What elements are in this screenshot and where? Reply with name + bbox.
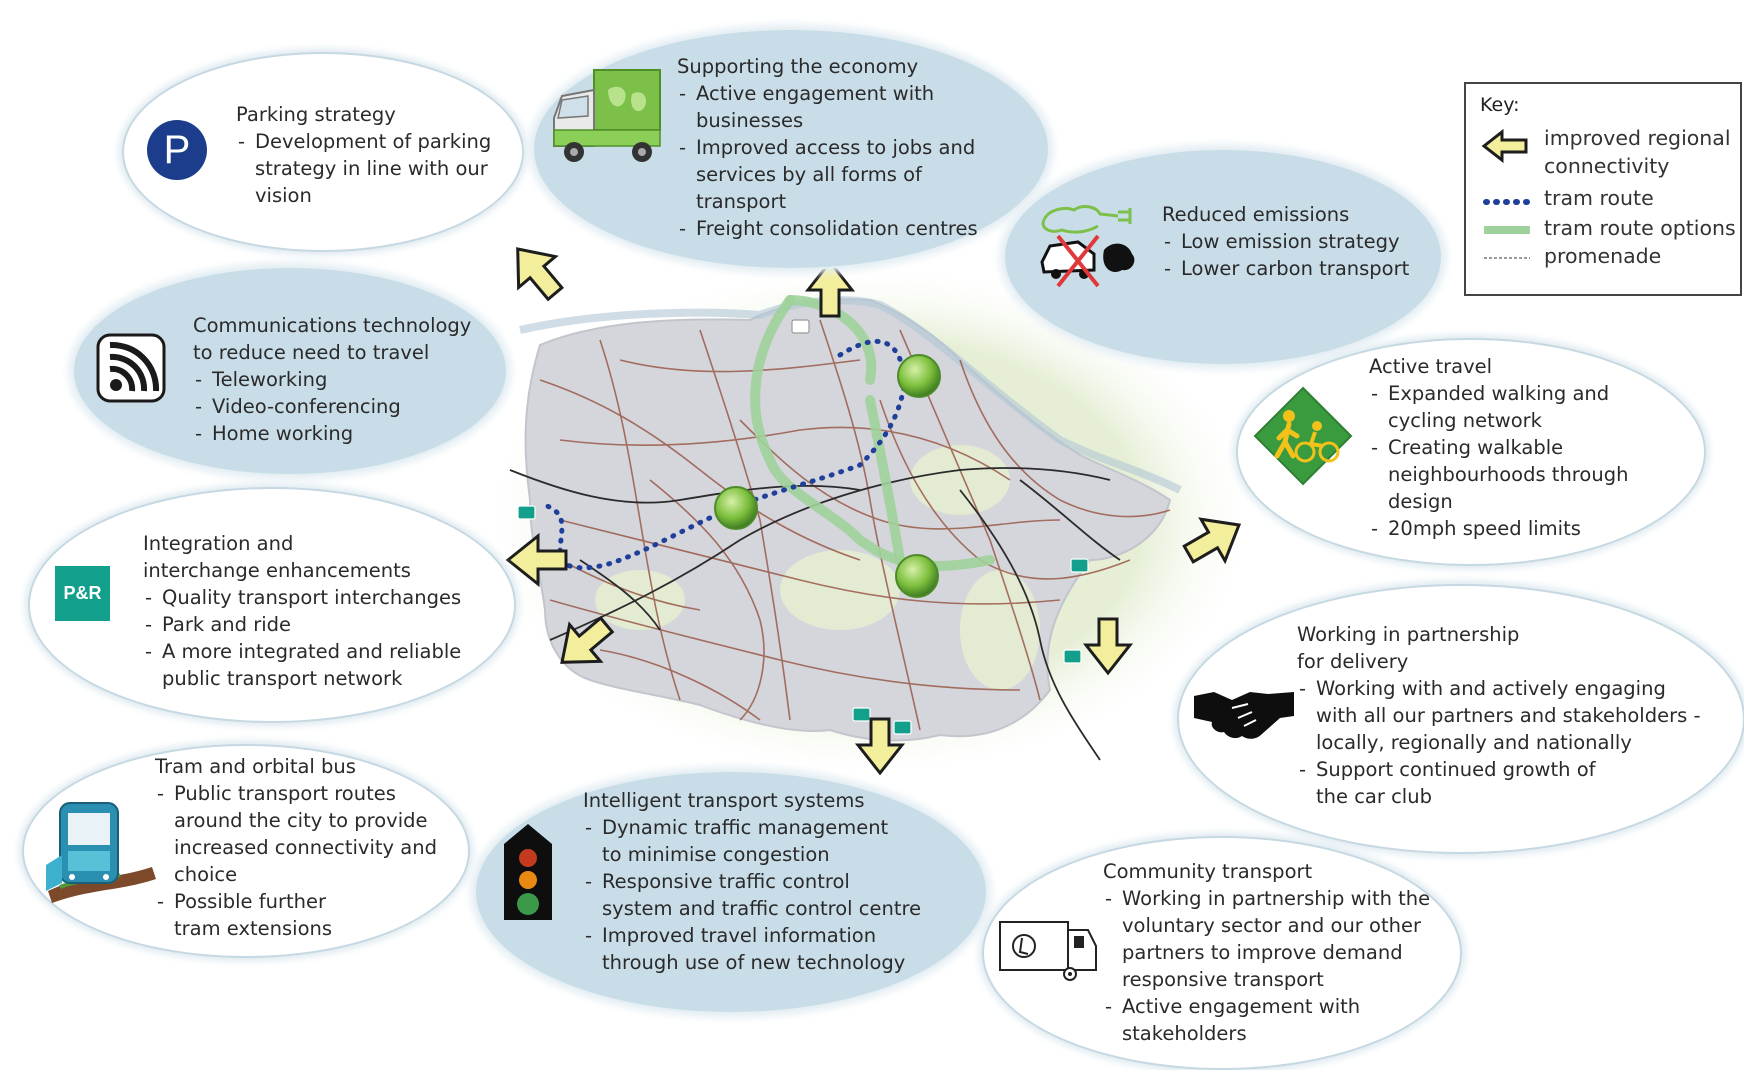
tram-bus-point-1: Public transport routes around the city …	[155, 780, 445, 888]
community-point-2: Active engagement with stakeholders	[1103, 993, 1372, 1047]
key-item-tram-options: tram route options	[1544, 216, 1736, 240]
tram-bus-title: Tram and orbital bus	[155, 755, 356, 778]
partnership-title: Working in partnership for delivery	[1297, 623, 1520, 673]
park-and-ride-markers	[517, 319, 1089, 735]
community-title: Community transport	[1103, 860, 1313, 883]
active-travel-point-2: Creating walkable neighbourhoods through…	[1369, 434, 1659, 515]
integration-title: Integration and interchange enhancements	[143, 532, 411, 582]
its-point-1: Dynamic traffic management to minimise c…	[583, 814, 902, 868]
tram-stops	[714, 354, 941, 598]
shoreline	[519, 296, 1182, 494]
map-key: Key: improved regional connectivity tram…	[1464, 82, 1742, 296]
parking-title: Parking strategy	[236, 103, 396, 126]
integration-text: Integration and interchange enhancements…	[143, 530, 483, 692]
key-item-tram-route: tram route	[1544, 186, 1654, 210]
key-heading: Key:	[1480, 94, 1520, 116]
key-item-promenade: promenade	[1544, 244, 1662, 268]
active-travel-point-1: Expanded walking and cycling network	[1369, 380, 1618, 434]
key-promenade-symbol	[1484, 257, 1530, 259]
arrow-west	[505, 532, 568, 588]
green-spaces	[595, 445, 1040, 690]
emissions-title: Reduced emissions	[1162, 203, 1350, 226]
tram-bus-text: Tram and orbital bus Public transport ro…	[155, 753, 445, 942]
parking-text: Parking strategy Development of parking …	[236, 101, 506, 209]
partnership-point-1: Working with and actively engaging with …	[1297, 675, 1712, 756]
its-point-2: Responsive traffic control system and tr…	[583, 868, 923, 922]
active-travel-text: Active travel Expanded walking and cycli…	[1369, 353, 1659, 542]
active-travel-title: Active travel	[1369, 355, 1493, 378]
economy-title: Supporting the economy	[677, 55, 919, 78]
economy-point-2: Improved access to jobs and services by …	[677, 134, 1017, 215]
parking-point-1: Development of parking strategy in line …	[236, 128, 506, 209]
arrow-north	[804, 259, 856, 318]
tram-bus-point-2: Possible further tram extensions	[155, 888, 374, 942]
accessible-bus-icon	[999, 921, 1097, 981]
its-text: Intelligent transport systems Dynamic tr…	[583, 787, 923, 976]
walking-cycling-sign-icon	[1253, 386, 1353, 486]
tram-route-options-north	[785, 295, 877, 385]
active-travel-point-3: 20mph speed limits	[1369, 515, 1659, 542]
park-and-ride-icon: P&R	[55, 566, 110, 621]
communications-point-1: Teleworking	[193, 366, 493, 393]
key-tram-options-symbol	[1484, 226, 1530, 234]
connectivity-arrows	[505, 247, 1242, 776]
tram-icon	[46, 802, 156, 903]
key-tram-route-symbol	[1483, 199, 1531, 205]
key-outline-arrow-icon	[1481, 128, 1528, 164]
integration-point-2: Park and ride	[143, 611, 483, 638]
its-title: Intelligent transport systems	[583, 789, 865, 812]
partnership-point-2: Support continued growth of the car club	[1297, 756, 1616, 810]
park-and-ride-icon-label: P&R	[63, 583, 102, 603]
arrow-northwest	[516, 247, 565, 302]
economy-text: Supporting the economy Active engagement…	[677, 53, 1017, 242]
emissions-point-1: Low emission strategy	[1162, 228, 1432, 255]
its-point-3: Improved travel information through use …	[583, 922, 922, 976]
arrow-southeast	[1082, 617, 1134, 676]
green-truck-icon	[553, 69, 661, 162]
arrow-southwest	[560, 615, 615, 664]
electric-car-icon	[1040, 205, 1135, 288]
community-text: Community transport Working in partnersh…	[1103, 858, 1438, 1047]
integration-point-3: A more integrated and reliable public tr…	[143, 638, 462, 692]
community-point-1: Working in partnership with the voluntar…	[1103, 885, 1438, 993]
economy-point-3: Freight consolidation centres	[677, 215, 1017, 242]
parking-icon-letter: P	[163, 128, 191, 172]
arrow-east	[1182, 517, 1242, 565]
wifi-icon	[96, 333, 166, 403]
emissions-text: Reduced emissions Low emission strategy …	[1162, 201, 1432, 282]
parking-icon: P	[147, 120, 207, 180]
integration-point-1: Quality transport interchanges	[143, 584, 483, 611]
arrow-south	[854, 717, 906, 776]
handshake-icon	[1194, 692, 1294, 739]
communications-title: Communications technology to reduce need…	[193, 314, 472, 364]
communications-point-3: Home working	[193, 420, 493, 447]
tram-route-options-east	[865, 395, 905, 565]
economy-point-1: Active engagement with businesses	[677, 80, 946, 134]
key-item-connectivity: improved regional connectivity	[1544, 126, 1731, 178]
emissions-point-2: Lower carbon transport	[1162, 255, 1432, 282]
partnership-text: Working in partnership for delivery Work…	[1297, 621, 1712, 810]
communications-point-2: Video-conferencing	[193, 393, 493, 420]
traffic-light-icon	[504, 824, 552, 920]
communications-text: Communications technology to reduce need…	[193, 312, 493, 447]
road-network	[539, 319, 1171, 731]
